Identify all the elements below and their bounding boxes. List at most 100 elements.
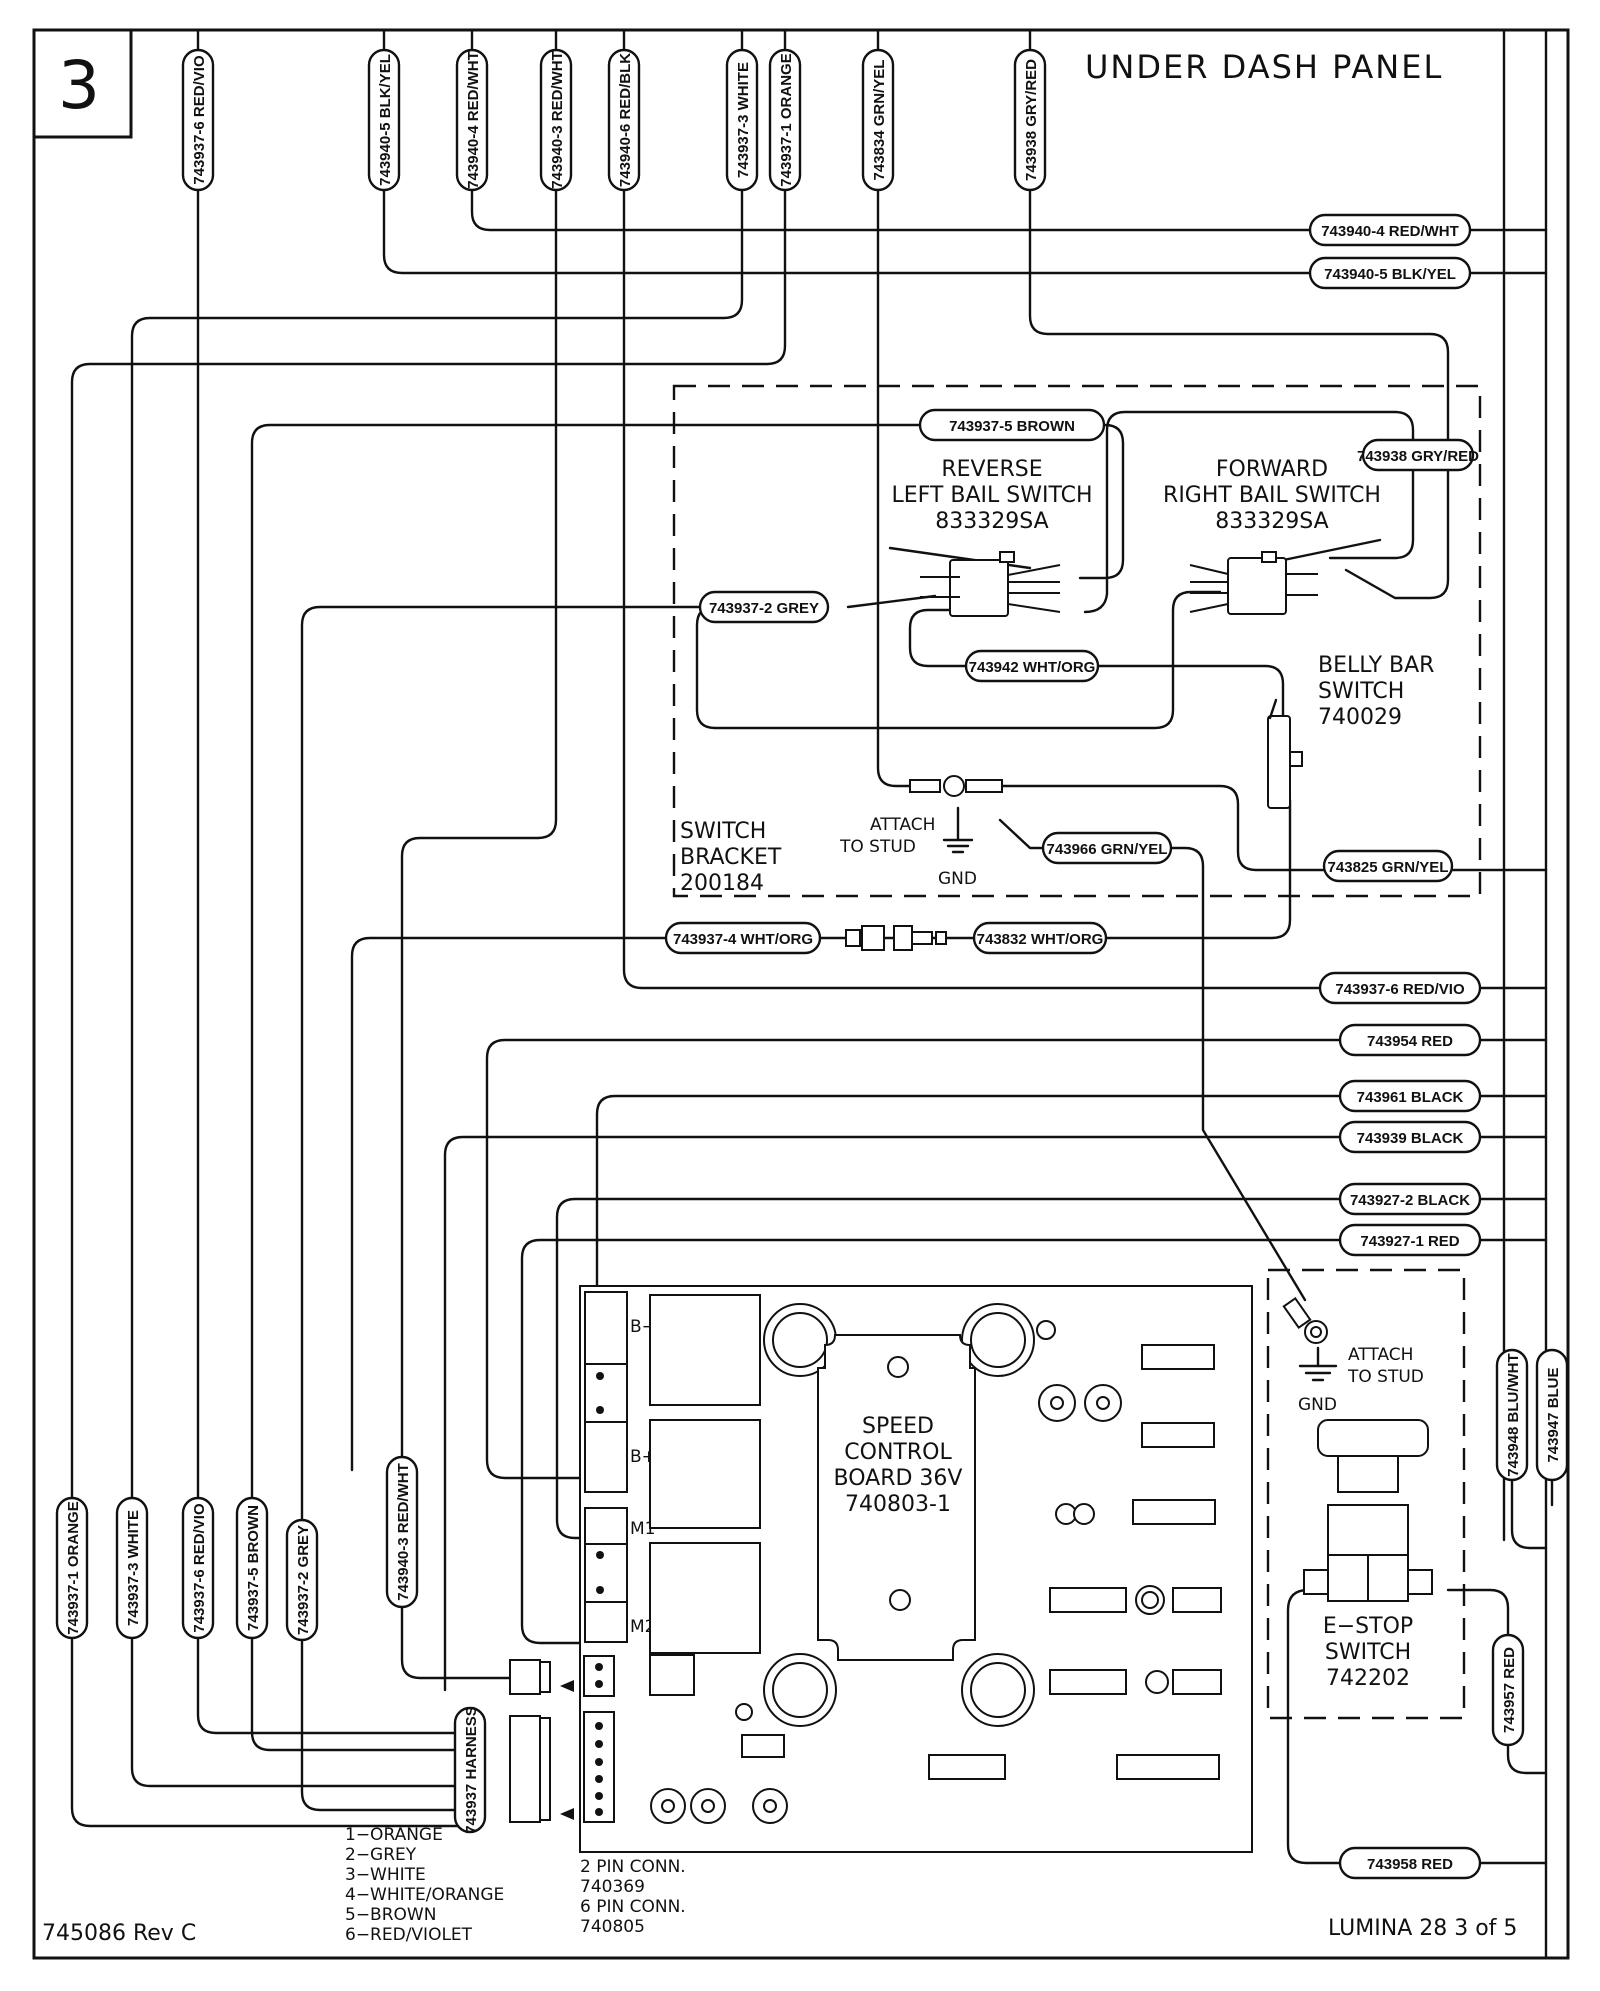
wire-tag bbox=[235, 1496, 269, 1640]
wire-brown-to-switch bbox=[1078, 423, 1125, 580]
switch-label: LEFT BAIL SWITCH bbox=[892, 483, 1093, 508]
wire-tag bbox=[115, 1496, 149, 1640]
wire-tag bbox=[607, 48, 641, 192]
wire-tag-label: 743937-5 BROWN bbox=[949, 418, 1075, 435]
wire-tag-label: 743940-3 RED/WHT bbox=[549, 51, 566, 189]
board-plate bbox=[817, 1334, 976, 1661]
attach-label: TO STUD bbox=[1347, 1367, 1424, 1387]
switch-label: FORWARD bbox=[1216, 457, 1328, 482]
gnd-label: GND bbox=[1298, 1395, 1337, 1415]
wire-tag-label: 743940-6 RED/BLK bbox=[617, 53, 634, 187]
attach-label: ATTACH bbox=[870, 815, 935, 835]
wire-tag-label: 743961 BLACK bbox=[1357, 1089, 1464, 1106]
wire-tag bbox=[181, 48, 215, 192]
wire-tag bbox=[1041, 831, 1173, 865]
wire-tag-label: 743937-3 WHITE bbox=[735, 62, 752, 178]
wire-743937-3 bbox=[130, 28, 744, 1507]
wire-tag-label: 743966 GRN/YEL bbox=[1047, 841, 1168, 858]
wire-tag bbox=[768, 48, 802, 192]
wire-tag bbox=[181, 1496, 215, 1640]
harness-tag: 743937 HARNESS bbox=[453, 1706, 487, 1834]
wire-tag bbox=[698, 590, 830, 624]
wire-743940-6 bbox=[622, 28, 1548, 990]
legend-item: 4−WHITE/ORANGE bbox=[345, 1885, 504, 1905]
wire-743937-1 bbox=[70, 28, 787, 1507]
ground-lug-bracket: ATTACH TO STUD GND bbox=[839, 775, 1003, 889]
wire-tag bbox=[1361, 438, 1475, 472]
wire-tag-label: 743937-2 GREY bbox=[709, 600, 819, 617]
wire-743954 bbox=[485, 1038, 1548, 1480]
wire-tag-label: 743957 RED bbox=[1501, 1647, 1518, 1733]
wire-tag-label: 743947 BLUE bbox=[1545, 1367, 1562, 1462]
reverse-left-bail-switch: REVERSE LEFT BAIL SWITCH 833329SA bbox=[888, 457, 1093, 617]
wire-743937-5-lower bbox=[250, 1628, 472, 1752]
wire-tag bbox=[1338, 1223, 1482, 1257]
right-vertical-tags: 743948 BLU/WHT 743947 BLUE 743957 RED bbox=[1491, 1348, 1569, 1747]
wire-743937-3-lower bbox=[130, 1628, 472, 1788]
connector-notes: 2 PIN CONN. 740369 6 PIN CONN. 740805 bbox=[580, 1857, 686, 1937]
wire-743942-left bbox=[908, 608, 968, 668]
top-wire-tags: 743937-6 RED/VIO 743940-5 BLK/YEL 743940… bbox=[181, 48, 1047, 192]
wire-tag bbox=[1318, 971, 1482, 1005]
estop-switch: E−STOP SWITCH 742202 bbox=[1303, 1419, 1433, 1691]
wire-tag-label: 743938 GRY/RED bbox=[1023, 59, 1040, 181]
legend-item: 1−ORANGE bbox=[345, 1825, 443, 1845]
switch-part-number: 833329SA bbox=[935, 509, 1048, 534]
legend-item: 5−BROWN bbox=[345, 1905, 436, 1925]
bracket-label: SWITCH bbox=[680, 819, 766, 844]
wire-743937-1-lower bbox=[70, 1628, 472, 1828]
bottom-wire-tags: 743937-1 ORANGE 743937-3 WHITE 743937-6 … bbox=[55, 1455, 419, 1642]
wire-tag-label: 743958 RED bbox=[1367, 1856, 1453, 1873]
wire-743940-4 bbox=[470, 28, 1548, 232]
wire-tag-label: 743937-5 BROWN bbox=[245, 1505, 262, 1631]
wire-743938 bbox=[1028, 28, 1450, 600]
bracket-part-number: 200184 bbox=[680, 871, 764, 896]
sheet-footer: LUMINA 28 3 of 5 bbox=[1328, 1916, 1517, 1941]
connector-note: 6 PIN CONN. bbox=[580, 1897, 686, 1917]
board-label: SPEED bbox=[862, 1414, 934, 1439]
estop-outline bbox=[1266, 1268, 1466, 1720]
wire-743937-4 bbox=[350, 936, 668, 1472]
switch-label: RIGHT BAIL SWITCH bbox=[1163, 483, 1381, 508]
six-pin-connector bbox=[509, 1715, 574, 1823]
harness-legend: 1−ORANGE 2−GREY 3−WHITE 4−WHITE/ORANGE 5… bbox=[345, 1825, 504, 1945]
wire-tag-label: 743940-4 RED/WHT bbox=[1321, 223, 1459, 240]
wire-743940-5 bbox=[382, 28, 1548, 275]
board-part-number: 740803-1 bbox=[845, 1492, 951, 1517]
wire-tag-label: 743937-3 WHITE bbox=[125, 1510, 142, 1626]
switch-label: SWITCH bbox=[1318, 679, 1404, 704]
wire-743937-6-lower bbox=[196, 1628, 472, 1735]
wire-tag-label: 743927-1 RED bbox=[1360, 1233, 1459, 1250]
drawing-number: 745086 Rev C bbox=[42, 1921, 196, 1946]
wire-743940-3 bbox=[400, 28, 558, 1472]
wire-743937-2 bbox=[300, 605, 722, 1527]
wire-743832 bbox=[1104, 798, 1292, 940]
bracket-label: BRACKET bbox=[680, 845, 782, 870]
board-label: BOARD 36V bbox=[834, 1466, 963, 1491]
wire-tag-label: 743948 BLU/WHT bbox=[1505, 1353, 1522, 1476]
wire-tag bbox=[385, 1455, 419, 1609]
wire-tag bbox=[861, 48, 895, 192]
wire-743927-1 bbox=[520, 1238, 1548, 1645]
switch-part-number: 833329SA bbox=[1215, 509, 1328, 534]
wire-tag bbox=[964, 649, 1100, 683]
board-label: CONTROL bbox=[844, 1440, 952, 1465]
two-pin-connector bbox=[509, 1659, 574, 1695]
estop-ground: ATTACH TO STUD GND bbox=[1282, 1296, 1424, 1415]
wire-743939 bbox=[443, 1135, 1548, 1692]
wire-743937-5 bbox=[250, 423, 922, 1507]
legend-item: 2−GREY bbox=[345, 1845, 417, 1865]
wire-743825 bbox=[1001, 784, 1548, 872]
attach-label: TO STUD bbox=[839, 837, 916, 857]
switch-label: REVERSE bbox=[941, 457, 1042, 482]
wire-tag-label: 743938 GRY/RED bbox=[1357, 448, 1479, 465]
connector-note: 740805 bbox=[580, 1917, 645, 1937]
wire-forward-top bbox=[1083, 410, 1415, 614]
switch-label: BELLY BAR bbox=[1318, 653, 1434, 678]
wire-tag bbox=[1495, 1348, 1529, 1482]
wire-743940-3-lower bbox=[400, 1593, 512, 1680]
wire-tag-label: 743940-3 RED/WHT bbox=[395, 1463, 412, 1601]
wire-tag bbox=[1338, 1023, 1482, 1057]
wire-tag bbox=[725, 48, 759, 192]
wire-743961 bbox=[595, 1094, 1548, 1302]
